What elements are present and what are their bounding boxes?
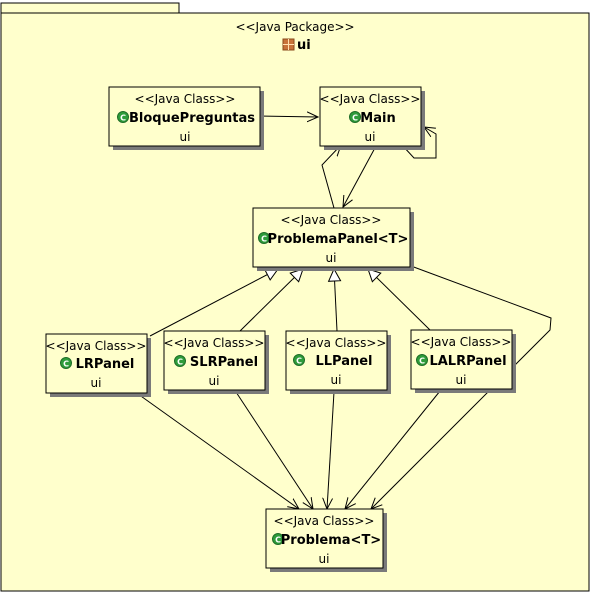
- class-icon: C: [272, 533, 284, 545]
- class-package: ui: [326, 251, 337, 265]
- class-stereotype: <<Java Class>>: [281, 213, 382, 227]
- class-icon: C: [293, 354, 305, 366]
- class-icon: C: [60, 357, 72, 369]
- edge-problemapanel-problema: [371, 265, 552, 509]
- package-stereotype: <<Java Package>>: [235, 20, 354, 34]
- class-icon: C: [174, 355, 186, 367]
- edge-lalrpanel-problema: [345, 390, 441, 509]
- edge-slrpanel-problema: [235, 391, 313, 509]
- edge-lrpanel-problema: [137, 393, 299, 509]
- edge-problemapanel-main: [321, 145, 341, 209]
- edge-lalrpanel-generalization: [368, 269, 431, 331]
- edge-slrpanel-generalization: [239, 269, 303, 332]
- class-name: LRPanel: [76, 357, 135, 372]
- edge-llpanel-generalization: [334, 269, 337, 332]
- class-box-lrpanel[interactable]: <<Java Class>> C LRPanel ui: [45, 333, 151, 397]
- class-package: ui: [91, 376, 102, 390]
- class-stereotype: <<Java Class>>: [46, 339, 147, 353]
- class-name: BloquePreguntas: [129, 111, 255, 126]
- class-name: LALRPanel: [429, 354, 506, 369]
- edge-main-problemapanel: [343, 145, 377, 207]
- edge-main-self: [401, 127, 437, 159]
- class-box-bloquepreguntas[interactable]: <<Java Class>> C BloquePreguntas ui: [108, 86, 264, 150]
- class-icon: C: [117, 111, 129, 123]
- class-name: ProblemaPanel<T>: [268, 232, 409, 247]
- class-stereotype: <<Java Class>>: [135, 92, 236, 106]
- package-icon: [282, 38, 295, 51]
- class-stereotype: <<Java Class>>: [411, 335, 512, 349]
- class-box-problema[interactable]: <<Java Class>> C Problema<T> ui: [265, 508, 387, 572]
- package-body: [0, 12, 590, 592]
- class-package: ui: [365, 130, 376, 144]
- class-name: Main: [360, 111, 395, 126]
- svg-text:C: C: [275, 536, 281, 545]
- edge-bloque-main: [257, 116, 318, 117]
- class-boxes: <<Java Class>> C BloquePreguntas ui <<Ja…: [45, 86, 516, 572]
- class-package: ui: [209, 374, 220, 388]
- class-stereotype: <<Java Class>>: [274, 514, 375, 528]
- class-icon: C: [258, 232, 270, 244]
- class-name: Problema<T>: [281, 533, 381, 548]
- class-box-problemapanel[interactable]: <<Java Class>> C ProblemaPanel<T> ui: [252, 207, 414, 271]
- class-name: SLRPanel: [190, 355, 258, 370]
- svg-text:C: C: [120, 114, 126, 123]
- class-package: ui: [180, 130, 191, 144]
- class-package: ui: [319, 552, 330, 566]
- class-box-main[interactable]: <<Java Class>> C Main ui: [319, 86, 425, 150]
- package-name: ui: [297, 38, 311, 53]
- svg-text:C: C: [261, 235, 267, 244]
- class-stereotype: <<Java Class>>: [164, 336, 265, 350]
- class-stereotype: <<Java Class>>: [320, 92, 421, 106]
- class-box-llpanel[interactable]: <<Java Class>> C LLPanel ui: [285, 330, 391, 394]
- class-stereotype: <<Java Class>>: [286, 336, 387, 350]
- svg-text:C: C: [296, 357, 302, 366]
- class-package: ui: [456, 373, 467, 387]
- package-tab: [0, 2, 180, 14]
- class-box-lalrpanel[interactable]: <<Java Class>> C LALRPanel ui: [410, 329, 516, 393]
- class-package: ui: [331, 373, 342, 387]
- class-box-slrpanel[interactable]: <<Java Class>> C SLRPanel ui: [163, 330, 269, 394]
- svg-text:C: C: [63, 360, 69, 369]
- edge-llpanel-problema: [327, 391, 335, 509]
- class-icon: C: [416, 354, 428, 366]
- class-name: LLPanel: [315, 354, 372, 369]
- svg-text:C: C: [352, 114, 358, 123]
- svg-text:C: C: [177, 358, 183, 367]
- svg-text:C: C: [419, 357, 425, 366]
- edge-lrpanel-generalization: [149, 269, 278, 337]
- edges: [137, 116, 552, 509]
- class-icon: C: [349, 111, 361, 123]
